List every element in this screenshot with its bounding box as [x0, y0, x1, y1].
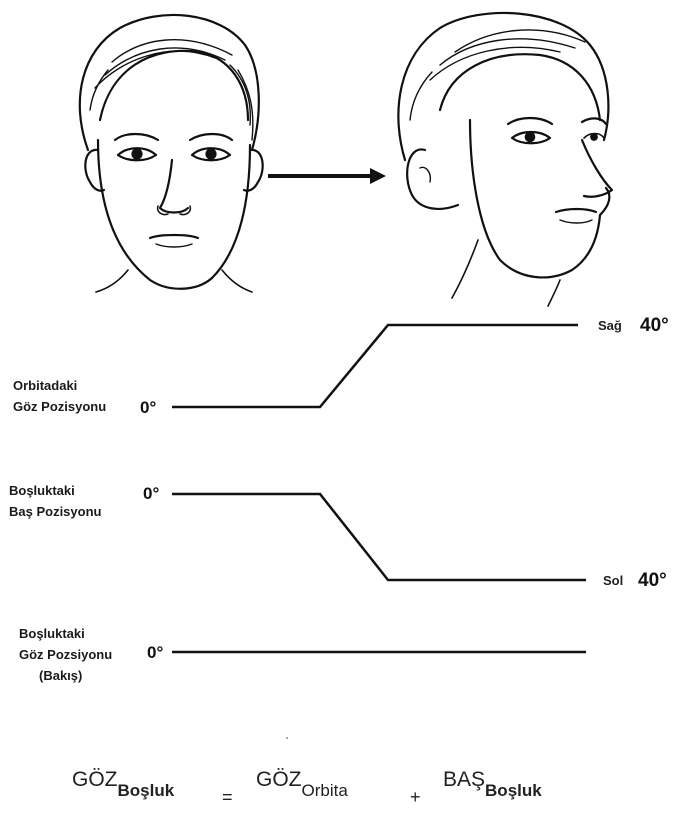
- gaze-space-label: Boşluktaki Göz Pozsiyonu (Bakış): [19, 623, 112, 686]
- left-label: Sol: [603, 573, 623, 588]
- head-space-label-line2: Baş Pozisyonu: [9, 501, 101, 522]
- head-space-label-line1: Boşluktaki: [9, 480, 101, 501]
- formula-lhs: GÖZBoşluk: [72, 768, 174, 792]
- eye-orbit-zero: 0°: [140, 398, 156, 418]
- formula-lhs-main: GÖZ: [72, 768, 118, 791]
- formula-plus: +: [410, 787, 421, 808]
- formula-term1-main: GÖZ: [256, 768, 302, 791]
- formula-term2-sub: Boşluk: [485, 781, 542, 800]
- head-space-zero: 0°: [143, 484, 159, 504]
- eye-orbit-label: Orbitadaki Göz Pozisyonu: [13, 375, 106, 417]
- left-forty: 40°: [638, 570, 667, 592]
- gaze-space-label-line3: (Bakış): [19, 665, 112, 686]
- formula-equals: =: [222, 787, 233, 808]
- right-label: Sağ: [598, 318, 622, 333]
- stray-dot: [286, 737, 288, 739]
- right-forty: 40°: [640, 315, 669, 337]
- formula-lhs-sub: Boşluk: [118, 781, 175, 800]
- eye-in-orbit-trace: [172, 325, 578, 407]
- gaze-space-label-line2: Göz Pozsiyonu: [19, 644, 112, 665]
- formula-term2-main: BAŞ: [443, 768, 485, 791]
- gaze-space-label-line1: Boşluktaki: [19, 623, 112, 644]
- eye-orbit-label-line1: Orbitadaki: [13, 375, 106, 396]
- formula-term1-sub: Orbita: [302, 781, 348, 800]
- formula-term1: GÖZOrbita: [256, 768, 348, 792]
- eye-orbit-label-line2: Göz Pozisyonu: [13, 396, 106, 417]
- gaze-space-zero: 0°: [147, 643, 163, 663]
- head-in-space-trace: [172, 494, 586, 580]
- formula-term2: BAŞBoşluk: [443, 768, 542, 792]
- head-space-label: Boşluktaki Baş Pozisyonu: [9, 480, 101, 522]
